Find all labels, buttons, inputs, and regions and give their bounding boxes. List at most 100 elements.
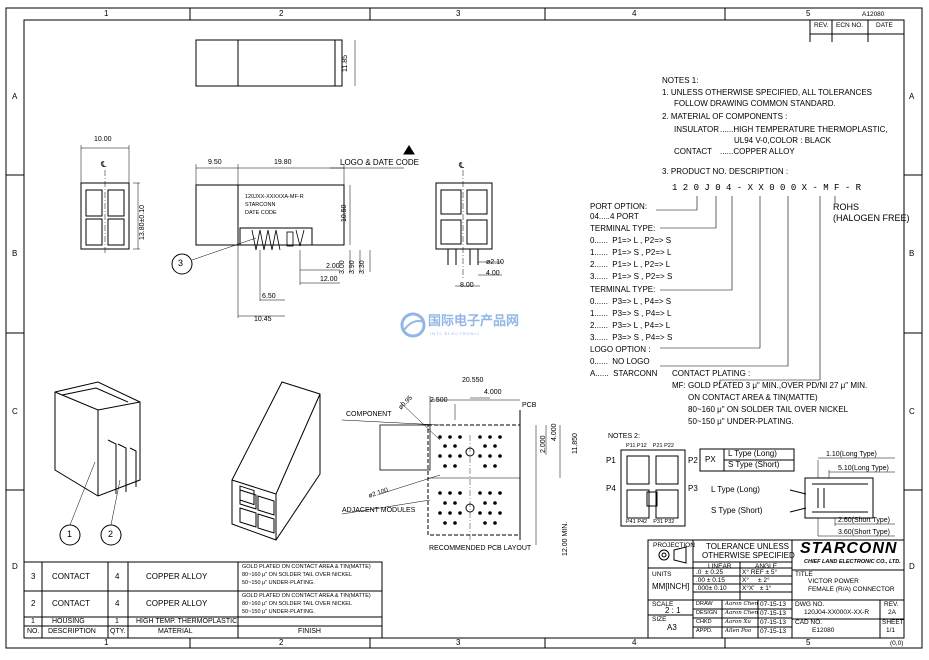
dim-top-height: 11.85 [342, 55, 349, 72]
halogen-free-label: (HALOGEN FREE) [833, 213, 910, 223]
company-logo: STARCONN [800, 540, 898, 557]
terminal-b-0: 0...... P3=> L , P4=> S [590, 297, 672, 306]
date-design: 07-15-13 [760, 610, 787, 617]
pcb-layout [341, 396, 561, 545]
title-label: TITLE [795, 571, 813, 578]
balloon-2: 2 [108, 529, 114, 539]
grid-col-3: 3 [456, 9, 461, 18]
px-legend [699, 448, 795, 472]
watermark-sub: INTL ELECTRONIC [430, 331, 481, 336]
projection-label: PROJECTION [653, 542, 695, 549]
bom-row1-desc: HOUSING [52, 618, 85, 625]
part-code: 1 2 0 J 0 4 - X X 0 0 0 X - M F - R [672, 183, 862, 193]
dim-390: 3.90 [349, 260, 356, 274]
port-option-label: PORT OPTION: [590, 202, 648, 211]
pins-top-label: P11 P12 P21 P22 [626, 443, 674, 449]
units-label: UNITS [652, 571, 672, 578]
pcb-label: PCB [522, 402, 537, 409]
pcb-holes [438, 435, 502, 525]
insulator-text-2: UL94 V-0,COLOR : BLACK [734, 136, 831, 145]
grid-row-b: B [12, 249, 18, 258]
dim-1045: 10.45 [254, 316, 272, 323]
tolerance-line-2: OTHERWISE SPECIFIED [702, 551, 795, 560]
dim-800: 8.00 [460, 282, 474, 289]
pin-group-p4: P4 [606, 484, 616, 493]
pcb-dim-4000: 4.000 [484, 389, 502, 396]
dim-400-right: 4.00 [486, 270, 500, 277]
angle-label: ANGLE [755, 563, 778, 570]
px-l-type: L Type (Long) [728, 449, 777, 458]
grid-row-a: A [12, 92, 18, 101]
scale-label: SCALE [652, 601, 674, 608]
pcb-dim-4000v: 4.000 [551, 423, 558, 441]
title-line-1: VICTOR POWER [808, 578, 859, 585]
date-header: DATE [876, 22, 893, 29]
balloon-3: 3 [178, 258, 184, 268]
front-view [80, 145, 140, 255]
terminal-type-b-label: TERMINAL TYPE: [590, 285, 656, 294]
part-code-leaders [656, 196, 836, 384]
pcb-dim-2000v: 2.000 [540, 435, 547, 453]
size-value: A3 [667, 623, 677, 632]
dim-950: 9.50 [208, 159, 222, 166]
s-type-label: S Type (Short) [711, 506, 763, 515]
bom-row3-fin1: GOLD PLATED ON CONTACT AREA & TIN(MATTE) [242, 564, 371, 570]
rev-value: 2A [888, 609, 896, 616]
logo-option-a: A...... STARCONN [590, 369, 658, 378]
bom-header-no: NO. [27, 628, 40, 635]
grid-col-2-bottom: 2 [279, 638, 284, 647]
grid-col-4: 4 [632, 9, 637, 18]
bom-header-desc: DESCRIPTION [48, 628, 96, 635]
draw-label: DRAW [696, 601, 713, 607]
px-label: PX [705, 455, 716, 464]
pin-diagram [620, 449, 686, 527]
marking-line-2: STARCONN [245, 202, 276, 208]
origin-label: (0,0) [890, 640, 904, 647]
bom-row2-desc: CONTACT [52, 599, 91, 608]
terminal-b-2: 2...... P3=> L , P4=> L [590, 321, 671, 330]
pcb-caption: RECOMMENDED PCB LAYOUT [429, 545, 532, 552]
tol-angle-1: X° REF ± 5° [742, 569, 778, 576]
dim-front-height: 13.80±0.10 [139, 205, 146, 240]
dim-330: 3.30 [359, 260, 366, 274]
units-value: MM[INCH] [652, 582, 690, 591]
bom-header-mat: MATERIAL [158, 628, 193, 635]
marking-line-1: 120JXX-XXXXXA-MF-R [245, 194, 304, 200]
grid-col-5-bottom: 5 [806, 638, 811, 647]
bom-row2-fin2: 80~160 μ" ON SOLDER TAIL OVER NICKEL [242, 601, 353, 607]
dim-200: 2.00 [326, 263, 340, 270]
signature-appd: Allen Poo [725, 628, 752, 634]
notes1-line1b: FOLLOW DRAWING COMMON STANDARD. [674, 99, 836, 108]
grid-col-4-bottom: 4 [632, 638, 637, 647]
plating-mf-1: MF: GOLD PLATED 3 μ" MIN.,OVER PD/NI 27 … [672, 381, 868, 390]
rohs-label: ROHS [833, 202, 860, 212]
title-block-grid [647, 539, 905, 639]
contact-plating-label: CONTACT PLATING : [672, 369, 751, 378]
pcb-dim-2500: 2.500 [430, 397, 448, 404]
bom-row2-qty: 4 [115, 599, 120, 608]
grid-col-1: 1 [104, 9, 109, 18]
terminal-b-3: 3...... P3=> S , P4=> S [590, 333, 673, 342]
insulator-label: INSULATOR [674, 125, 720, 134]
dim-260-short: 2.60(Short Type) [838, 517, 891, 524]
bom-header-finish: FINISH [298, 628, 321, 635]
grid-row-d-right: D [909, 562, 915, 571]
marking-line-3: DATE CODE [245, 210, 277, 216]
bom-row1-no: 1 [31, 618, 35, 625]
doc-code: A12080 [862, 11, 885, 18]
plating-mf-2: ON CONTACT AREA & TIN(MATTE) [688, 393, 818, 402]
projection-symbol [658, 546, 687, 564]
end-view [435, 170, 502, 287]
centerline-mark: ℄ [101, 160, 107, 169]
l-type-label: L Type (Long) [711, 485, 760, 494]
ecn-header: ECN NO. [836, 22, 864, 29]
logo-option-label: LOGO OPTION : [590, 345, 651, 354]
company-subtitle: CHIEF LAND ELECTRONIC CO., LTD. [804, 559, 901, 565]
chkd-label: CHKD [696, 619, 712, 625]
pin-group-p1: P1 [606, 456, 616, 465]
watermark: 国际电子产品网 INTL ELECTRONIC [400, 312, 519, 343]
cad-no-label: CAD NO. [795, 619, 823, 626]
adjacent-modules-label: ADJACENT MODULES [342, 507, 416, 514]
